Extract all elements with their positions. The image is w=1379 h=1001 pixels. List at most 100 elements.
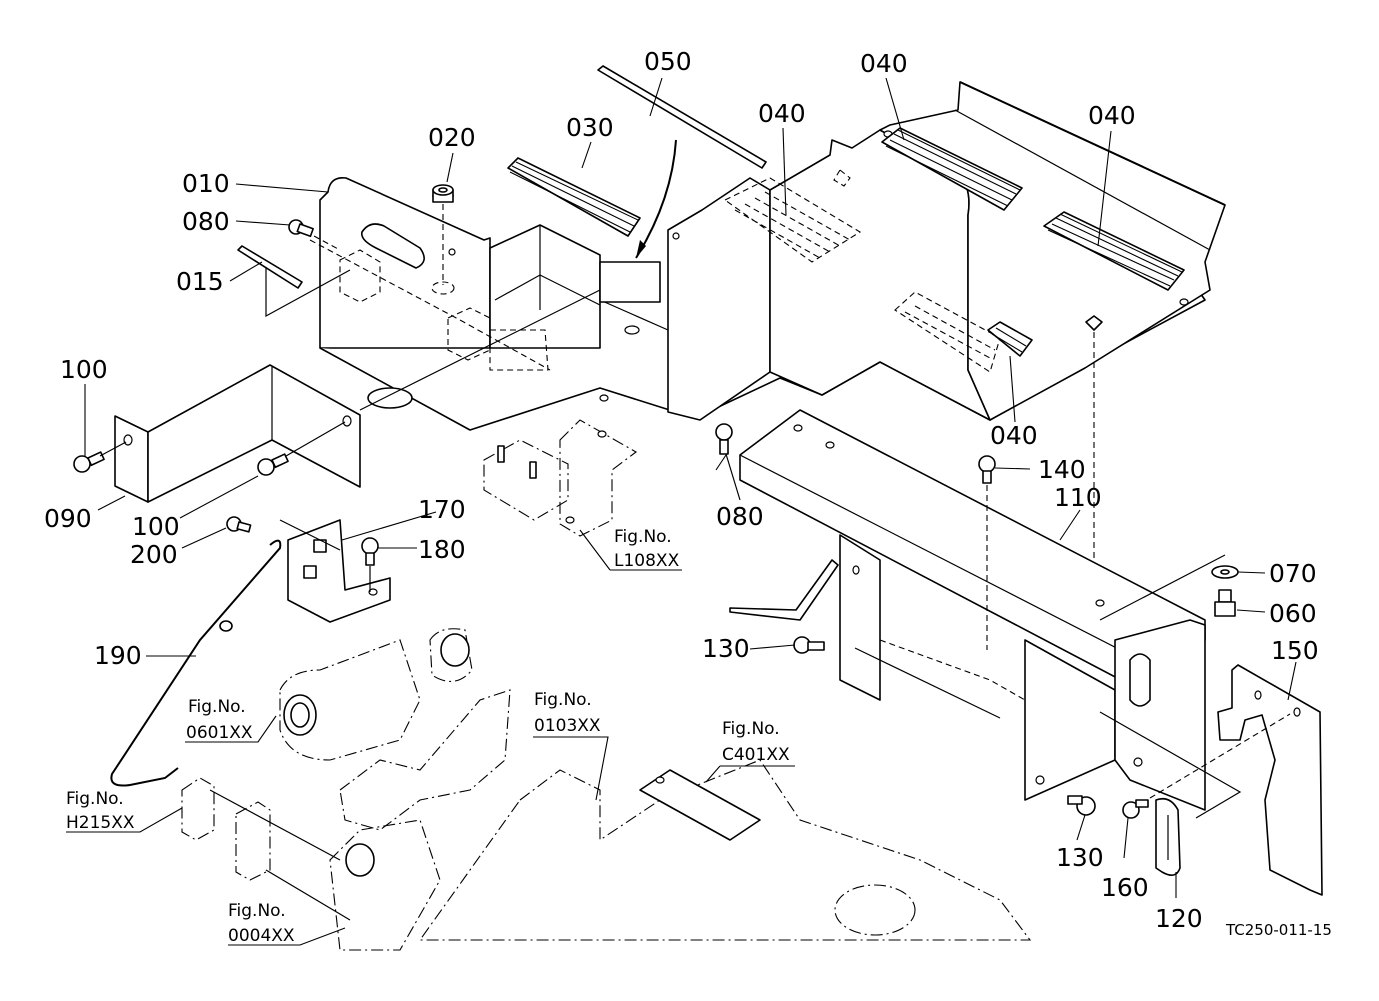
fig-ref-0004xx: Fig.No. 0004XX bbox=[228, 901, 295, 946]
callout-070: 070 bbox=[1269, 559, 1317, 588]
inner-channel bbox=[599, 261, 661, 303]
callout-leaders bbox=[66, 77, 1297, 946]
callout-100b: 100 bbox=[132, 512, 180, 541]
bolt-200 bbox=[226, 516, 252, 533]
edge bbox=[599, 299, 669, 331]
assembly-line bbox=[279, 519, 341, 551]
callout-040d: 040 bbox=[990, 421, 1038, 450]
callout-110: 110 bbox=[1054, 483, 1102, 512]
callout-050: 050 bbox=[644, 47, 692, 76]
grommet-020 bbox=[432, 184, 454, 285]
washer-070 bbox=[1211, 565, 1239, 579]
fig-ref-prefix: Fig.No. bbox=[66, 789, 124, 809]
hidden-line bbox=[309, 239, 551, 371]
fig-ref-prefix: Fig.No. bbox=[228, 901, 286, 921]
callout-010: 010 bbox=[182, 169, 230, 198]
engine-reference-parts bbox=[181, 628, 1032, 951]
edge bbox=[494, 274, 601, 306]
fig-ref-0601xx: Fig.No. 0601XX bbox=[186, 697, 253, 743]
fig-ref-code: C401XX bbox=[722, 745, 790, 765]
callout-130a: 130 bbox=[702, 634, 750, 663]
callout-090: 090 bbox=[44, 504, 92, 533]
fig-ref-prefix: Fig.No. bbox=[722, 719, 780, 739]
callout-150: 150 bbox=[1271, 636, 1319, 665]
hole bbox=[448, 248, 456, 256]
callout-200: 200 bbox=[130, 540, 178, 569]
callout-130b: 130 bbox=[1056, 843, 1104, 872]
bolt-140 bbox=[978, 455, 996, 650]
hidden-hole bbox=[431, 281, 455, 295]
bar-050 bbox=[597, 65, 767, 169]
bolt-080-center bbox=[715, 423, 741, 501]
pin-015 bbox=[237, 245, 351, 318]
assembly-line bbox=[359, 289, 601, 411]
bolt-130-upper bbox=[793, 636, 825, 654]
fig-ref-prefix: Fig.No. bbox=[534, 690, 592, 710]
underside-tab bbox=[367, 387, 413, 409]
panel-central-box bbox=[667, 177, 771, 421]
bolt-130-lower bbox=[1067, 795, 1096, 816]
callout-140: 140 bbox=[1038, 455, 1086, 484]
figure-references: Fig.No. L108XX Fig.No. 0601XX Fig.No. 01… bbox=[66, 527, 790, 946]
callout-040b: 040 bbox=[860, 49, 908, 78]
frame-110 bbox=[729, 409, 1206, 811]
fig-ref-code: 0004XX bbox=[228, 926, 295, 946]
fig-ref-code: H215XX bbox=[66, 813, 135, 833]
arrow-050-head bbox=[636, 240, 646, 258]
nut-060 bbox=[1214, 589, 1236, 617]
assembly-line bbox=[1099, 554, 1226, 621]
hidden-block bbox=[489, 329, 549, 371]
assembly-line bbox=[1099, 711, 1242, 819]
fig-ref-code: 0103XX bbox=[534, 716, 601, 736]
hidden-block bbox=[447, 307, 491, 361]
callout-120: 120 bbox=[1155, 904, 1203, 933]
callout-060: 060 bbox=[1269, 599, 1317, 628]
callout-040c: 040 bbox=[1088, 101, 1136, 130]
hole bbox=[599, 394, 609, 402]
callout-030: 030 bbox=[566, 113, 614, 142]
mat-040-right bbox=[1043, 211, 1185, 291]
bolt-100-mid bbox=[257, 421, 346, 476]
hole bbox=[1179, 298, 1189, 306]
bolt-080-upper bbox=[288, 219, 341, 251]
callout-020: 020 bbox=[428, 123, 476, 152]
callout-labels: 010 015 020 030 040 040 040 040 050 060 … bbox=[44, 47, 1319, 933]
hidden-nut bbox=[833, 169, 851, 187]
callout-100a: 100 bbox=[60, 355, 108, 384]
callout-180: 180 bbox=[418, 535, 466, 564]
fig-ref-h215xx: Fig.No. H215XX bbox=[66, 789, 135, 833]
callout-190: 190 bbox=[94, 641, 142, 670]
fig-ref-code: 0601XX bbox=[186, 723, 253, 743]
lip-inner bbox=[954, 109, 1211, 251]
fig-ref-l108xx: Fig.No. L108XX bbox=[614, 527, 680, 571]
callout-160: 160 bbox=[1101, 873, 1149, 902]
callout-170: 170 bbox=[418, 495, 466, 524]
bracket-090 bbox=[114, 364, 361, 503]
nut bbox=[1085, 315, 1103, 331]
mat-040-hidden bbox=[723, 177, 862, 263]
rod-190 bbox=[110, 539, 282, 787]
fig-ref-prefix: Fig.No. bbox=[188, 697, 246, 717]
rod-eye bbox=[219, 620, 233, 632]
hole bbox=[624, 325, 640, 335]
callout-080b: 080 bbox=[716, 502, 764, 531]
fig-ref-prefix: Fig.No. bbox=[614, 527, 672, 547]
bolt-160 bbox=[1122, 713, 1291, 819]
fig-ref-0103xx: Fig.No. 0103XX bbox=[534, 690, 601, 736]
bolt-180 bbox=[361, 537, 379, 592]
lip-edge bbox=[959, 81, 1226, 206]
hole bbox=[672, 232, 680, 240]
mat-030 bbox=[507, 157, 641, 237]
bracket-170 bbox=[287, 519, 391, 623]
mount-bracket-l108xx bbox=[483, 419, 637, 537]
hidden-block bbox=[339, 249, 381, 303]
mat-040-lower bbox=[987, 321, 1033, 357]
callout-040a: 040 bbox=[758, 99, 806, 128]
plate-120 bbox=[1155, 797, 1181, 876]
callout-015: 015 bbox=[176, 267, 224, 296]
callout-080a: 080 bbox=[182, 207, 230, 236]
slot bbox=[360, 223, 425, 269]
drawing-code: TC250-011-15 bbox=[1225, 921, 1332, 939]
cover-150 bbox=[1217, 664, 1323, 896]
